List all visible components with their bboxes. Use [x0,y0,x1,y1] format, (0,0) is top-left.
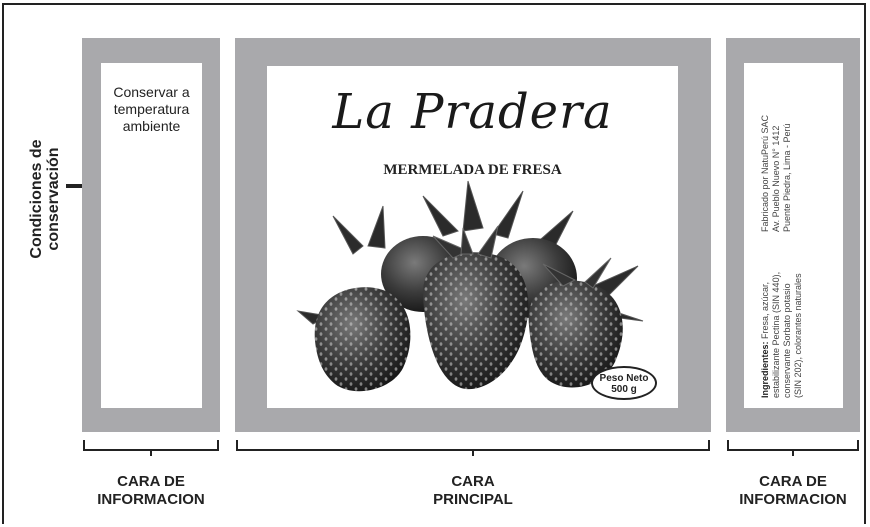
manufacturer-line3: Puente Piedra, Lima - Perú [782,123,792,232]
caption-left-line2: INFORMACION [97,491,205,508]
right-info-face [744,63,843,408]
strawberries-image [296,180,644,392]
conservation-label-line1: Condiciones de [28,139,45,259]
net-weight-badge: Peso Neto 500 g [591,366,657,400]
caption-center-line1: CARA [451,473,495,490]
ingredients-line1: Fresa, azúcar, [760,281,770,342]
manufacturer-info: Fabricado por NatuPerú SAC Av. Pueblo Nu… [760,62,793,232]
right-brace [727,440,859,456]
ingredients-line2: estabilizante Pectina (SIN 440), [771,271,781,398]
principal-face: La Pradera MERMELADA DE FRESA [267,66,678,408]
product-subtitle: MERMELADA DE FRESA [383,162,562,178]
brand-name: La Pradera [332,84,613,140]
left-brace [83,440,219,456]
ingredients-line3: conservante Sorbato potasio [782,283,792,398]
net-weight-label: Peso Neto [599,373,649,384]
caption-right-line2: INFORMACION [739,491,847,508]
left-info-face [101,63,202,408]
caption-right: CARA DE INFORMACION [716,473,870,509]
manufacturer-line1: Fabricado por NatuPerú SAC [760,114,770,232]
caption-left-line1: CARA DE [117,473,185,490]
center-brace [236,440,710,456]
caption-left: CARA DE INFORMACION [72,473,230,509]
ingredients-line4: (SIN 202), colorantes naturales [793,273,803,398]
caption-right-line1: CARA DE [759,473,827,490]
conservation-conditions-label: Condiciones de conservación [22,124,68,274]
ingredients-label: Ingredientes: [760,341,770,398]
figure-frame [2,3,866,524]
conservation-label-line2: conservación [45,147,62,251]
ingredients-info: Ingredientes: Fresa, azúcar, estabilizan… [760,228,804,398]
manufacturer-line2: Av. Pueblo Nuevo N° 1412 [771,125,781,232]
storage-instruction: Conservar a temperatura ambiente [113,84,190,134]
net-weight-value: 500 g [611,384,637,395]
caption-center-line2: PRINCIPAL [433,491,513,508]
caption-center: CARA PRINCIPAL [393,473,553,509]
